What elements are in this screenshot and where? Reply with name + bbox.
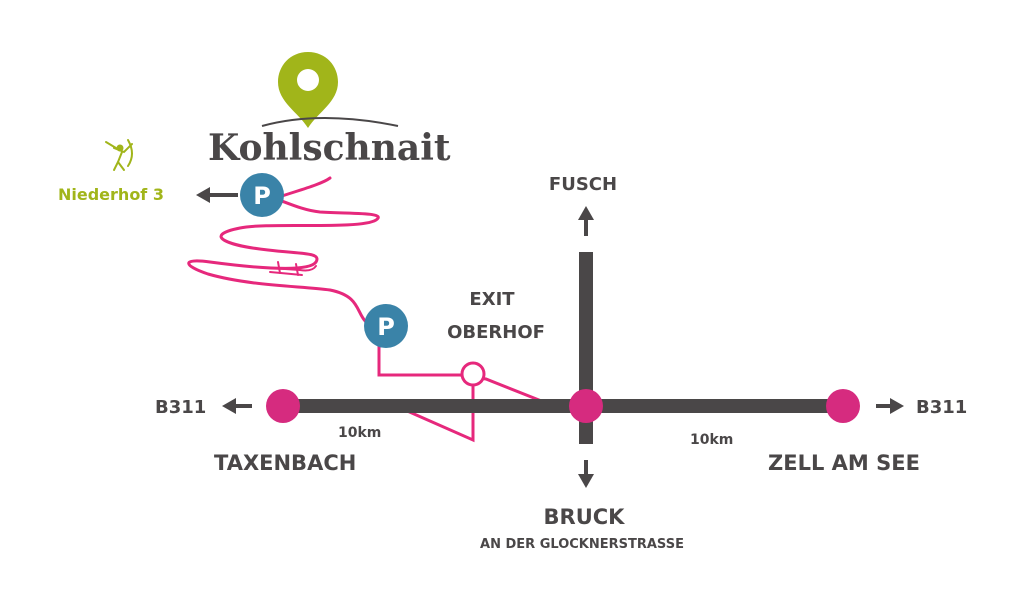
label-bruck: BRUCK [544, 505, 626, 529]
location-pin-icon [278, 52, 338, 128]
label-b311-east: B311 [916, 397, 967, 418]
label-glocknerstrasse: AN DER GLOCKNERSTRASSE [480, 537, 684, 552]
mountain-road-upper [280, 176, 332, 198]
svg-text:P: P [377, 313, 395, 341]
label-distance-west: 10km [338, 425, 381, 441]
label-zell-am-see: ZELL AM SEE [768, 451, 920, 475]
parking-icon-lower: P [364, 304, 408, 348]
logo-text: Kohlschnait [208, 127, 451, 169]
label-distance-east: 10km [690, 432, 733, 448]
niederhof-label: Niederhof 3 [58, 185, 164, 204]
mountain-road [187, 192, 380, 324]
node-zell-am-see [826, 389, 860, 423]
parking-icon-upper: P [240, 173, 284, 217]
logo-swash [261, 117, 399, 127]
node-taxenbach [266, 389, 300, 423]
archer-icon [105, 139, 133, 171]
label-exit: EXIT [469, 289, 515, 310]
label-taxenbach: TAXENBACH [214, 451, 356, 475]
arrow-up-icon [578, 206, 594, 236]
arrow-east-icon [876, 398, 904, 414]
label-fusch: FUSCH [549, 174, 617, 195]
exit-node [460, 361, 486, 387]
sled-icon [269, 261, 317, 276]
arrow-down-icon [578, 460, 594, 488]
svg-text:P: P [253, 182, 271, 210]
label-oberhof: OBERHOF [447, 322, 545, 343]
label-b311-west: B311 [155, 397, 206, 418]
node-junction [569, 389, 603, 423]
arrow-left-icon [196, 187, 238, 203]
exit-ramp [377, 346, 545, 404]
arrow-west-icon [222, 398, 252, 414]
